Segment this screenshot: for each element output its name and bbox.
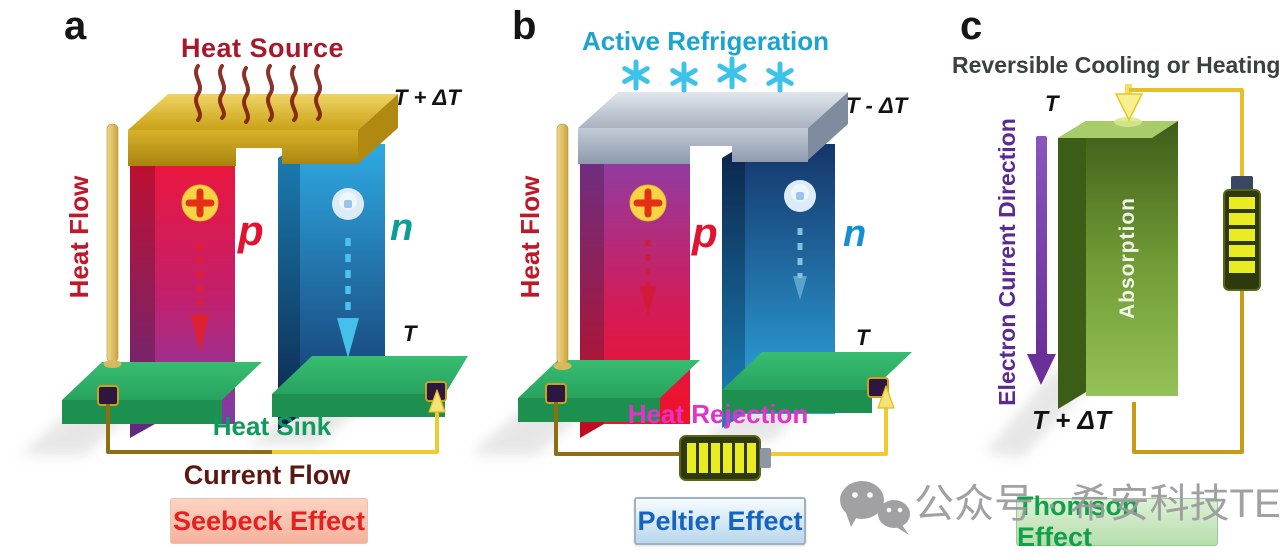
panel-c-label: c (960, 4, 983, 48)
cold-junction-temp-b: T - ΔT (846, 93, 908, 118)
terminal-icons-b (545, 377, 889, 404)
current-wire-a (106, 389, 446, 454)
current-wire-c (1129, 88, 1244, 454)
current-arrow-up-icon (428, 389, 446, 413)
active-refrigeration-label: Active Refrigeration (581, 26, 830, 56)
thomson-effect-label: Thomson Effect (1017, 491, 1139, 552)
heat-flow-rod-b (553, 123, 572, 370)
base-right-b (722, 352, 912, 413)
heat-flow-rod-a (103, 123, 122, 368)
battery-icon-c (1223, 176, 1261, 291)
p-type-label-a: p (238, 207, 264, 254)
bottom-temp-c: T + ΔT (1032, 405, 1111, 435)
battery-icon-b (679, 435, 771, 481)
current-wire-b (554, 385, 895, 456)
heat-rejection-label: Heat Rejection (627, 399, 809, 429)
watermark-text: 公众号 · 希安科技TEC (914, 482, 1280, 526)
flame-icons (194, 64, 322, 124)
seebeck-effect-badge: Seebeck Effect (170, 498, 368, 544)
current-arrow-into-top-icon (1114, 84, 1144, 122)
hot-plate-a (128, 94, 398, 166)
carrier-arrow-p-b (640, 240, 656, 316)
wechat-icon (840, 481, 910, 535)
heat-sink-base-right-a (272, 356, 468, 417)
peltier-effect-badge: Peltier Effect (634, 497, 806, 545)
plus-carrier-icon-a (181, 184, 219, 222)
current-flow-label: Current Flow (183, 460, 351, 490)
panel-b-label: b (512, 4, 537, 48)
reversible-cooling-heating-label: Reversible Cooling or Heating (952, 52, 1280, 78)
peltier-effect-label: Peltier Effect (637, 505, 803, 536)
n-type-label-b: n (843, 213, 867, 255)
cold-junction-temp-a: T (403, 321, 417, 346)
seebeck-effect-label: Seebeck Effect (172, 505, 366, 536)
thomson-effect-badge: Thomson Effect (1016, 491, 1218, 552)
absorption-label: Absorption (1116, 197, 1139, 319)
snowflake-icons (622, 56, 794, 93)
panel-b-device (518, 56, 912, 481)
n-type-label-a: n (390, 207, 414, 249)
panel-c-device (1027, 84, 1261, 454)
hot-junction-temp-b: T (856, 325, 870, 350)
electron-current-arrow-down-icon (1027, 136, 1056, 385)
heat-flow-label-b: Heat Flow (515, 175, 545, 299)
thomson-column (1058, 117, 1178, 409)
electron-icon-b (784, 180, 816, 212)
carrier-arrow-down-n-a (337, 238, 359, 358)
heat-source-label: Heat Source (180, 33, 345, 63)
plus-carrier-icon-b (629, 184, 667, 222)
current-arrow-up-icon (877, 385, 895, 409)
heat-sink-label: Heat Sink (212, 411, 332, 441)
carrier-arrow-n-b (793, 228, 807, 300)
cold-plate-b (578, 92, 848, 164)
panel-a-device (62, 64, 468, 454)
p-type-label-b: p (692, 209, 718, 256)
heat-flow-label-a: Heat Flow (64, 175, 94, 299)
panel-a-label: a (64, 4, 87, 48)
hot-junction-temp-a: T + ΔT (394, 85, 461, 110)
carrier-arrow-down-p-a (191, 243, 209, 352)
electron-current-direction-label: Electron Current Direction (994, 118, 1020, 406)
electron-icon-a (332, 188, 364, 220)
top-temp-c: T (1045, 91, 1059, 116)
